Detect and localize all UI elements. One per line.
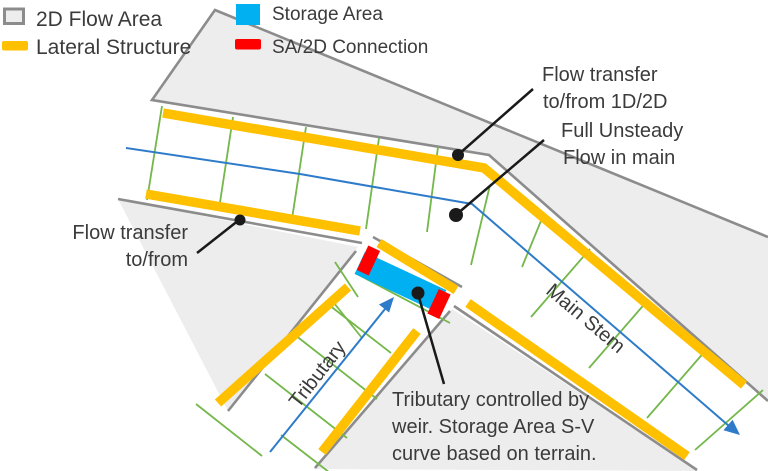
storage-area-group — [354, 245, 451, 319]
leader-flow-transfer-main — [458, 88, 534, 155]
flow-area-bottom-wedge — [313, 309, 698, 471]
mainstem-centerline — [125, 147, 730, 427]
cross-section-line — [328, 304, 392, 354]
flow-area-left-wedge — [118, 199, 358, 411]
lateral-structures — [145, 108, 748, 460]
stream-centerlines — [125, 147, 740, 453]
flow-area-2d-region — [118, 10, 768, 471]
legend-swatch-2d-flow-area — [3, 7, 25, 25]
legend-label-lateral-structure: Lateral Structure — [36, 36, 191, 59]
legend-label-sa-2d-connection: SA/2D Connection — [272, 37, 428, 58]
cross-section-line — [521, 215, 544, 268]
tributary-right-boundary — [314, 310, 451, 469]
sa-2d-connection-downstream — [427, 289, 451, 319]
cross-section-line — [530, 248, 591, 318]
leader-dot — [449, 208, 463, 222]
mainstem-flow-arrow-icon — [723, 419, 740, 435]
leader-full-unsteady — [456, 139, 545, 215]
lateral-structure-mainstem-bottom — [465, 299, 690, 460]
lateral-structure-storage — [376, 238, 459, 295]
cross-section-line — [334, 261, 359, 298]
annotation-tributary-weir-line2: weir. Storage Area S-V — [391, 416, 595, 438]
annotation-flow-transfer-main-line2: to/from 1D/2D — [543, 91, 667, 113]
annotation-tributary-weir-line1: Tributary controlled by — [392, 389, 589, 411]
legend-swatch-sa-2d-connection — [235, 39, 261, 50]
label-tributary: Tributary — [285, 337, 350, 412]
cross-section-line — [694, 389, 764, 451]
leader-dot — [452, 149, 464, 161]
label-main-stem: Main Stem — [542, 280, 629, 358]
flow-area-outer-boundary — [149, 8, 768, 402]
legend-swatch-storage-area — [236, 4, 260, 25]
annotation-full-unsteady-line2: Flow in main — [563, 147, 675, 169]
lateral-structure-tributary-left — [214, 283, 352, 407]
annotation-full-unsteady-line1: Full Unsteady — [561, 120, 683, 142]
legend-label-2d-flow-area: 2D Flow Area — [36, 8, 162, 31]
cross-section-line — [294, 334, 378, 400]
legend-label-storage-area: Storage Area — [272, 4, 383, 25]
legend: 2D Flow Area Lateral Structure Storage A… — [2, 4, 428, 59]
mainstem-bottom-boundary — [453, 304, 698, 471]
lateral-structure-mainstem-top — [162, 108, 748, 389]
cross-section-line — [646, 349, 707, 419]
annotation-flow-transfer-main-line1: Flow transfer — [542, 64, 658, 86]
annotation-flow-transfer-left-line2: to/from — [126, 249, 188, 271]
cross-section-line — [195, 403, 263, 457]
tributary-flow-arrow-icon — [378, 297, 394, 313]
annotation-flow-transfer-left-line1: Flow transfer — [72, 222, 188, 244]
lateral-structure-upper-bottom — [145, 189, 361, 236]
lateral-structure-tributary-right — [318, 328, 421, 455]
annotation-tributary-weir-line3: curve based on terrain. — [392, 443, 597, 465]
callout-leaders — [196, 88, 545, 385]
cross-section-line — [588, 299, 649, 369]
flow-area-top-band — [152, 10, 768, 401]
legend-swatch-lateral-structure — [2, 41, 28, 51]
sa-2d-connection-upstream — [356, 245, 381, 276]
leader-dot — [411, 286, 425, 300]
leader-flow-transfer-left — [196, 219, 240, 254]
cross-section-line — [280, 434, 330, 471]
storage-area-shape — [354, 252, 447, 312]
leader-dot — [234, 214, 246, 226]
leader-tributary-weir — [416, 293, 446, 385]
tributary-centerline — [269, 308, 386, 453]
cross-section-line — [470, 184, 491, 266]
